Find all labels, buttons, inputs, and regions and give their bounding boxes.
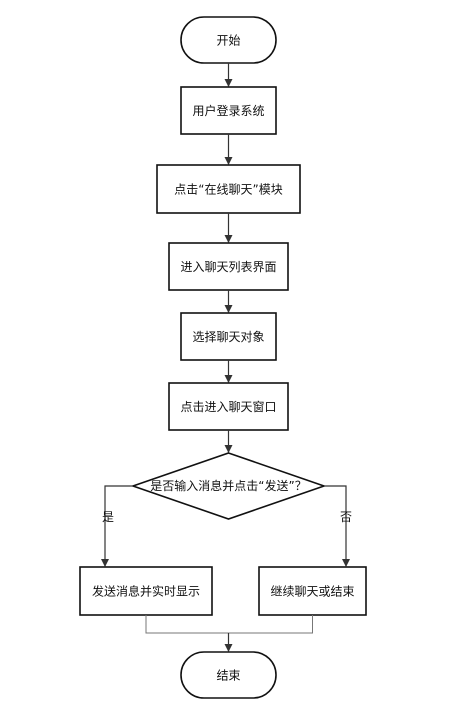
yes-label: 是 [102, 510, 114, 524]
end-label: 结束 [216, 669, 240, 683]
edge-no [324, 485, 350, 567]
start-node: 开始 [180, 16, 277, 64]
select-target-node: 选择聊天对象 [180, 312, 277, 361]
end-node: 结束 [180, 651, 277, 699]
enter-window-label: 点击进入聊天窗口 [180, 400, 276, 414]
enter-window-node: 点击进入聊天窗口 [168, 382, 289, 431]
no-label: 否 [340, 510, 352, 524]
continue-or-end-label: 继续聊天或结束 [270, 585, 354, 599]
click-online-chat-node: 点击“在线聊天”模块 [156, 164, 301, 214]
chat-list-label: 进入聊天列表界面 [180, 260, 276, 274]
start-label: 开始 [216, 34, 240, 48]
login-label: 用户登录系统 [192, 103, 264, 118]
select-target-label: 选择聊天对象 [192, 330, 264, 344]
send-display-label: 发送消息并实时显示 [92, 584, 200, 599]
edge-yes [101, 485, 133, 567]
send-display-node: 发送消息并实时显示 [79, 566, 213, 616]
merge-line [145, 615, 313, 634]
chat-list-node: 进入聊天列表界面 [168, 242, 289, 291]
click-online-chat-label: 点击“在线聊天”模块 [174, 183, 282, 197]
login-node: 用户登录系统 [180, 86, 277, 135]
continue-or-end-node: 继续聊天或结束 [258, 566, 367, 616]
decision-node: 是否输入消息并点击“发送”？ [130, 452, 327, 520]
decision-label: 是否输入消息并点击“发送”？ [150, 478, 306, 493]
